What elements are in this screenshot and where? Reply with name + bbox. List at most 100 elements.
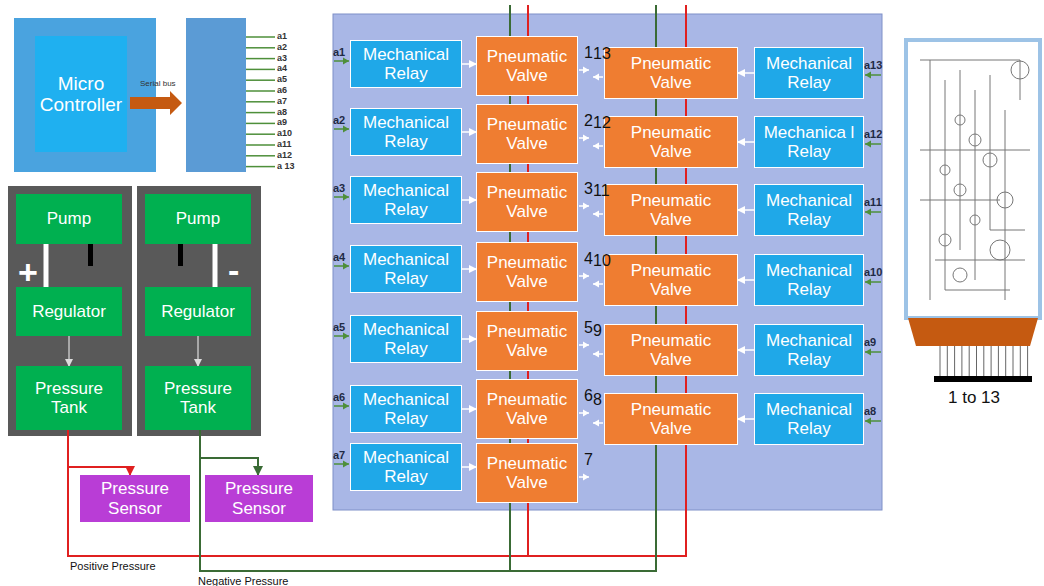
relay-box: Mechanical Relay <box>350 315 462 363</box>
pin-line <box>246 58 275 60</box>
pin-line <box>246 101 275 103</box>
port-arrow-head <box>583 410 589 417</box>
drawing-part <box>997 192 1013 208</box>
port-arrow-head <box>593 74 599 81</box>
drawing-part <box>969 134 981 146</box>
io-expander <box>186 18 246 172</box>
pin-name: a4 <box>277 64 287 74</box>
connector <box>197 336 198 366</box>
signal-name: a4 <box>333 251 345 263</box>
node-text: Pneumatic Valve <box>609 400 733 438</box>
connector <box>462 63 476 65</box>
valve-box: Pneumatic Valve <box>476 104 578 164</box>
valve-box: Pneumatic Valve <box>604 324 738 376</box>
port-number: 12 <box>593 114 611 132</box>
connector <box>68 430 130 475</box>
signal-name: a9 <box>864 336 876 348</box>
positive-supply-panel <box>8 186 132 436</box>
polarity-sign: - <box>228 252 239 289</box>
node-text: Mechanical Relay <box>759 191 859 229</box>
node-text: Pump <box>176 209 220 228</box>
port-arrow-head <box>583 203 589 210</box>
connector <box>738 141 754 143</box>
relay-box: Mechanical Relay <box>754 324 864 376</box>
port-arrow-head <box>593 281 599 288</box>
pin-name: a3 <box>277 54 287 64</box>
port-number: 2 <box>584 112 593 130</box>
input-wire-head <box>343 126 349 133</box>
pin-line <box>246 47 275 49</box>
node-text: Mechanical Relay <box>355 390 457 428</box>
pin-line <box>246 69 275 71</box>
node-text: Pneumatic Valve <box>481 47 573 85</box>
line-label: Negative Pressure <box>198 575 289 586</box>
node-text: Mechanical Relay <box>355 113 457 151</box>
positive-pressure-line <box>68 5 686 556</box>
port-arrow-head <box>593 143 599 150</box>
pump-stub <box>88 244 93 266</box>
node-text: Micro Controller <box>39 73 123 116</box>
connector <box>200 430 258 475</box>
input-wire-head <box>343 194 349 201</box>
relay-box: Mechanical Relay <box>350 40 462 88</box>
tank-box: Pressure Tank <box>145 366 251 430</box>
signal-name: a6 <box>333 391 345 403</box>
connector <box>68 336 69 366</box>
connector <box>44 244 49 287</box>
pump-box: Pump <box>16 194 122 244</box>
connector <box>738 72 754 74</box>
relay-box: Mechanical Relay <box>350 108 462 156</box>
port-number: 3 <box>584 180 593 198</box>
pin-line <box>246 144 275 146</box>
pump-stub <box>178 244 183 266</box>
node-text: Mechanical Relay <box>355 250 457 288</box>
valve-box: Pneumatic Valve <box>604 254 738 306</box>
node-text: Mechanical Relay <box>759 400 859 438</box>
signal-name: a3 <box>333 182 345 194</box>
connector <box>213 244 218 287</box>
pin-name: a1 <box>277 32 287 42</box>
node-text: Pressure Tank <box>20 379 118 417</box>
tube-line <box>947 346 948 376</box>
relay-box: Mechanica l Relay <box>754 116 864 168</box>
chip-port-label: 1 to 13 <box>948 389 1000 408</box>
signal-name: a13 <box>864 59 882 71</box>
polarity-sign: + <box>18 254 38 291</box>
tube-line <box>1027 346 1028 376</box>
controller-panel <box>14 18 156 172</box>
connector <box>462 408 476 410</box>
node-text: Mechanical Relay <box>355 320 457 358</box>
node-text: Mechanical Relay <box>759 54 859 92</box>
port-number: 9 <box>593 322 602 340</box>
pin-line <box>246 166 275 168</box>
valve-box: Pneumatic Valve <box>604 47 738 99</box>
node-text: Mechanical Relay <box>355 448 457 486</box>
signal-wires <box>334 58 881 481</box>
tube-line <box>1013 346 1014 376</box>
port-number: 11 <box>593 182 610 200</box>
tube-line <box>983 346 984 376</box>
port-arrow-head <box>583 67 589 74</box>
port-number: 10 <box>593 252 611 270</box>
regulator-box: Regulator <box>145 287 251 336</box>
serial-bus-arrow <box>130 91 182 115</box>
input-wire-head <box>865 349 871 356</box>
node-text: Pneumatic Valve <box>481 183 573 221</box>
port-number: 7 <box>584 451 593 469</box>
input-wire-head <box>343 263 349 270</box>
connector <box>738 209 754 211</box>
signal-name: a10 <box>864 266 882 278</box>
tube-line <box>940 346 941 376</box>
valve-board <box>333 14 882 510</box>
drawing-part <box>990 240 1010 260</box>
pin-name: a12 <box>277 151 292 161</box>
valve-box: Pneumatic Valve <box>604 116 738 168</box>
drawing-part <box>920 60 1030 300</box>
tube-line <box>991 346 992 376</box>
controller-box: Micro Controller <box>35 36 127 152</box>
signal-name: a1 <box>333 46 345 58</box>
negative-supply-panel <box>137 186 261 436</box>
tube-line <box>969 346 970 376</box>
node-text: Pneumatic Valve <box>481 253 573 291</box>
drawing-part <box>954 184 966 196</box>
